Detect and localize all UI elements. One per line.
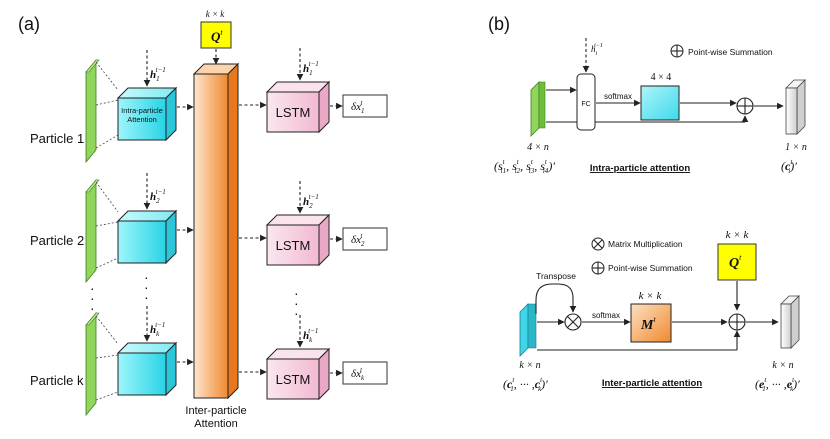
intra-label-line2: Attention — [127, 115, 157, 124]
inter-label-line2: Attention — [194, 418, 237, 430]
hk-intra-label: hkt−1 — [150, 321, 165, 338]
h2-intra-label: h2t−1 — [150, 188, 166, 205]
inter-legend-sum-text: Point-wise Summation — [608, 263, 693, 273]
intra-softmax-label: softmax — [604, 92, 632, 101]
cube-ellipsis-1: · — [144, 269, 149, 285]
intra-matrix-box — [640, 85, 680, 121]
output-1-label: δx1t — [351, 99, 365, 115]
lstm-cube-1: LSTM — [265, 80, 331, 134]
intra-matrix-size: 4 × 4 — [651, 72, 672, 83]
inter-matrix-size: k × k — [639, 290, 663, 302]
inter-matrix-label: Mt — [640, 315, 656, 333]
particle-2-label: Particle 2 — [30, 233, 84, 248]
inter-query-box — [717, 243, 757, 281]
intra-output-size: 1 × n — [785, 142, 807, 153]
sum-legend-icon-2 — [591, 261, 605, 275]
particle-k-input-plate — [85, 311, 100, 417]
output-k-label: δxkt — [351, 366, 365, 382]
transpose-label: Transpose — [536, 271, 576, 281]
intra-cube-k — [116, 341, 178, 397]
particle-1-label: Particle 1 — [30, 131, 84, 146]
intra-sum-icon — [736, 97, 754, 115]
inter-input-size: k × n — [519, 360, 540, 371]
intra-cube-1: Intra-particle Attention — [116, 86, 178, 142]
intra-output-plate — [785, 79, 806, 135]
inter-output-plate — [780, 295, 800, 349]
panel-a-label: (a) — [18, 14, 40, 34]
inter-input-plate — [519, 303, 537, 357]
fan-lines-2 — [95, 181, 119, 269]
intra-legend: Point-wise Summation — [670, 44, 773, 58]
intra-input-plate — [530, 81, 546, 137]
fan-lines-1 — [95, 61, 119, 149]
plate-ellipsis-2: · — [90, 290, 95, 306]
intra-cube-2 — [116, 209, 178, 265]
plate-ellipsis-3: · — [90, 300, 95, 316]
lstm-ellipsis-1: · — [294, 285, 299, 301]
fc-label: FC — [581, 101, 590, 108]
output-box-2: δx2t — [342, 227, 388, 251]
intra-legend-sum-text: Point-wise Summation — [688, 47, 773, 57]
inter-output-size: k × n — [772, 360, 793, 371]
fan-lines-k — [95, 315, 119, 401]
lstm-ellipsis-2: · — [294, 295, 299, 311]
intra-label-line1: Intra-particle — [121, 106, 163, 115]
inter-legend-mult-text: Matrix Multiplication — [608, 239, 683, 249]
output-2-label: δx2t — [351, 232, 365, 248]
inter-softmax-label: softmax — [592, 311, 620, 320]
inter-query-size: k × k — [726, 229, 750, 241]
mult-legend-icon — [591, 237, 605, 251]
transpose-loop — [535, 283, 577, 314]
panel-b-label: (b) — [488, 14, 510, 34]
h1-lstm-label: h1t−1 — [303, 60, 319, 77]
query-label: Qt — [211, 28, 223, 44]
particle-1-input-plate — [85, 58, 100, 164]
lstm-2-label: LSTM — [276, 238, 311, 253]
cube-ellipsis-3: · — [144, 289, 149, 305]
cube-ellipsis-2: · — [144, 279, 149, 295]
inter-mult-icon — [564, 313, 582, 331]
lstm-k-label: LSTM — [276, 372, 311, 387]
intra-hidden-label: hit−1 — [591, 43, 603, 57]
inter-label-line1: Inter-particle — [185, 405, 246, 417]
inter-caption: Inter-particle attention — [602, 378, 702, 389]
query-size-label: k × k — [206, 9, 226, 19]
inter-attention-column — [192, 62, 240, 400]
fc-box — [576, 73, 596, 131]
particle-2-input-plate — [85, 178, 100, 284]
h2-lstm-label: h2t−1 — [303, 193, 319, 210]
hk-lstm-label: hkt−1 — [303, 327, 318, 344]
lstm-ellipsis-3: · — [294, 305, 299, 321]
plate-ellipsis-1: · — [90, 280, 95, 296]
query-box — [200, 21, 232, 49]
inter-sum-icon — [728, 313, 746, 331]
lstm-cube-2: LSTM — [265, 213, 331, 267]
output-box-1: δx1t — [342, 94, 388, 118]
lstm-1-label: LSTM — [276, 105, 311, 120]
particle-k-label: Particle k — [30, 373, 84, 388]
h1-intra-label: h1t−1 — [150, 66, 166, 83]
inter-legend: Matrix Multiplication Point-wise Summati… — [591, 237, 693, 275]
inter-query-label: Qt — [729, 253, 742, 271]
output-box-k: δxkt — [342, 361, 388, 385]
lstm-cube-k: LSTM — [265, 347, 331, 401]
inter-matrix-box — [630, 303, 672, 343]
intra-caption: Intra-particle attention — [590, 163, 690, 174]
intra-input-size: 4 × n — [527, 142, 549, 153]
